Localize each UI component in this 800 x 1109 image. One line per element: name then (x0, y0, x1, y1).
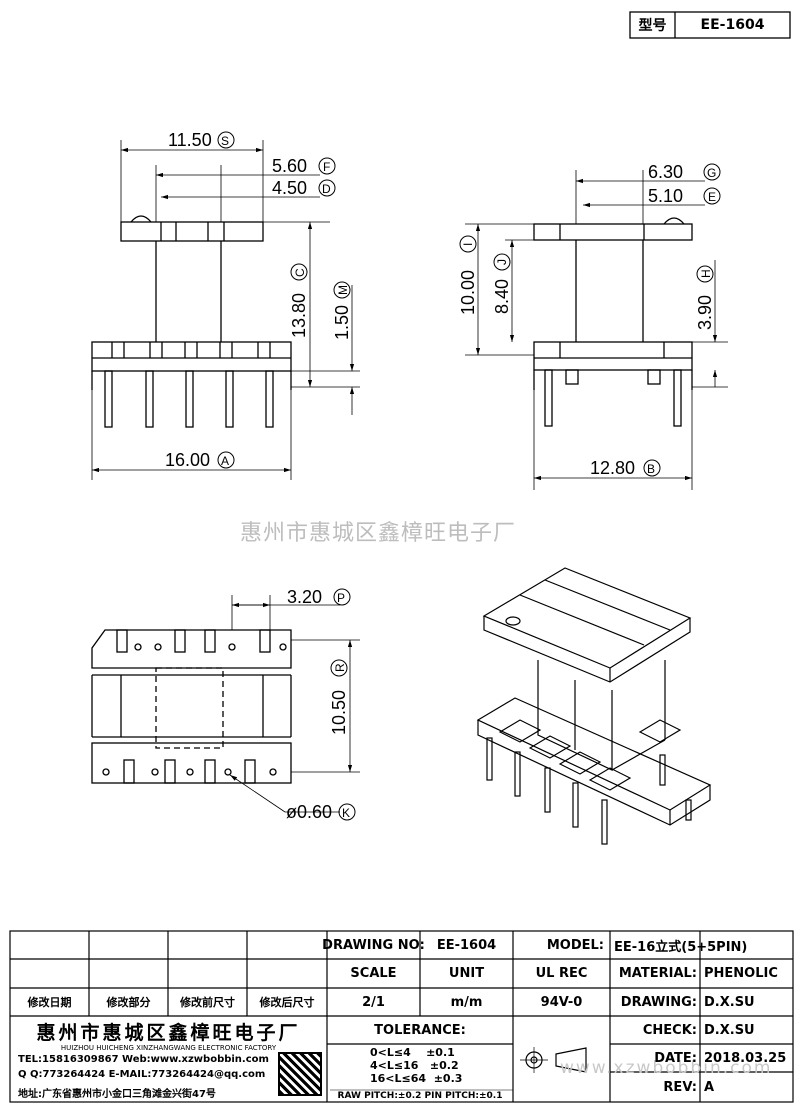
dim-i-tag: I (461, 243, 475, 246)
rev-header-after: 修改后尺寸 (259, 996, 315, 1009)
company-name: 惠州市惠城区鑫樟旺电子厂 (36, 1021, 301, 1044)
dim-k-tag: K (342, 806, 350, 820)
dim-k-value: ø0.60 (286, 802, 332, 822)
pitch-note: RAW PITCH:±0.2 PIN PITCH:±0.1 (337, 1091, 503, 1101)
model: EE-16立式(5+5PIN) (614, 939, 748, 955)
material-label: MATERIAL: (618, 966, 697, 981)
dim-a-value: 16.00 (165, 450, 210, 470)
url-watermark: www.xzwbobbin.com (560, 1058, 773, 1078)
dim-i-value: 10.00 (458, 270, 478, 315)
dim-p-value: 3.20 (287, 587, 322, 607)
date-label: DATE: (654, 1050, 697, 1066)
dim-s-tag: S (221, 134, 229, 148)
dim-r-tag: R (333, 663, 347, 672)
tolerance-row-2: 4<L≤16 ±0.2 (370, 1059, 459, 1072)
isometric-view (476, 567, 712, 845)
company-en: HUIZHOU HUICHENG XINZHANGWANG ELECTRONIC… (60, 1044, 277, 1052)
dim-d-tag: D (322, 182, 331, 196)
qq-line: Q Q:773264424 E-MAIL:773264424@qq.com (18, 1069, 266, 1080)
dim-e-value: 5.10 (648, 186, 683, 206)
drawing-by: D.X.SU (704, 994, 755, 1010)
scale: 2/1 (362, 994, 385, 1010)
dim-p-tag: P (337, 591, 345, 605)
type-value: EE-1604 (700, 17, 765, 33)
rev: A (704, 1079, 715, 1095)
dim-m-tag: M (336, 285, 350, 295)
rev-header-before: 修改前尺寸 (180, 996, 235, 1009)
dim-f-tag: F (323, 160, 330, 174)
dim-b-value: 12.80 (590, 458, 635, 478)
company-watermark: 惠州市惠城区鑫樟旺电子厂 (240, 521, 517, 546)
ul-rec: 94V-0 (540, 994, 583, 1010)
drawing-label: DRAWING: (620, 994, 697, 1010)
type-label: 型号 (638, 18, 667, 34)
dim-b-tag: B (647, 462, 655, 476)
unit-label: UNIT (448, 966, 485, 981)
check-label: CHECK: (642, 1022, 697, 1038)
tel-line: TEL:15816309867 Web:www.xzwbobbin.com (18, 1054, 269, 1065)
header-box (629, 11, 791, 39)
dim-f-value: 5.60 (272, 156, 307, 176)
dim-j-tag: J (495, 259, 509, 265)
ul-rec-label: UL REC (535, 966, 588, 981)
dim-a-tag: A (221, 454, 229, 468)
drawing-no: EE-1604 (436, 937, 497, 953)
dim-c-tag: C (293, 268, 307, 277)
date: 2018.03.25 (704, 1050, 787, 1066)
rev-label: REV: (663, 1079, 697, 1095)
material: PHENOLIC (704, 966, 778, 981)
address-line: 地址:广东省惠州市小金口三角滩金兴街47号 (18, 1089, 216, 1100)
dim-d-value: 4.50 (272, 178, 307, 198)
dim-h-value: 3.90 (695, 295, 715, 330)
rev-header-date: 修改日期 (27, 996, 72, 1009)
front-view (91, 140, 360, 480)
dim-e-tag: E (708, 190, 716, 204)
side-view (465, 170, 728, 490)
top-view (91, 595, 360, 813)
title-block-grid (9, 930, 794, 1103)
unit: m/m (450, 994, 483, 1010)
dim-s-value: 11.50 (168, 130, 212, 150)
rev-header-part: 修改部分 (106, 996, 151, 1009)
dim-c-value: 13.80 (289, 293, 309, 338)
dim-g-value: 6.30 (648, 162, 683, 182)
dim-g-tag: G (707, 166, 716, 180)
dim-j-value: 8.40 (492, 279, 512, 314)
check-by: D.X.SU (704, 1022, 755, 1038)
dim-r-value: 10.50 (329, 690, 349, 735)
drawing-no-label: DRAWING NO: (322, 937, 425, 953)
tolerance-row-1: 0<L≤4 ±0.1 (370, 1046, 455, 1059)
dim-m-value: 1.50 (332, 305, 352, 340)
tolerance-row-3: 16<L≤64 ±0.3 (370, 1072, 463, 1085)
qr-code-icon (278, 1052, 322, 1096)
dim-h-tag: H (699, 269, 713, 278)
tolerance-label: TOLERANCE: (374, 1022, 466, 1038)
scale-label: SCALE (350, 966, 397, 981)
model-label: MODEL: (546, 937, 604, 953)
